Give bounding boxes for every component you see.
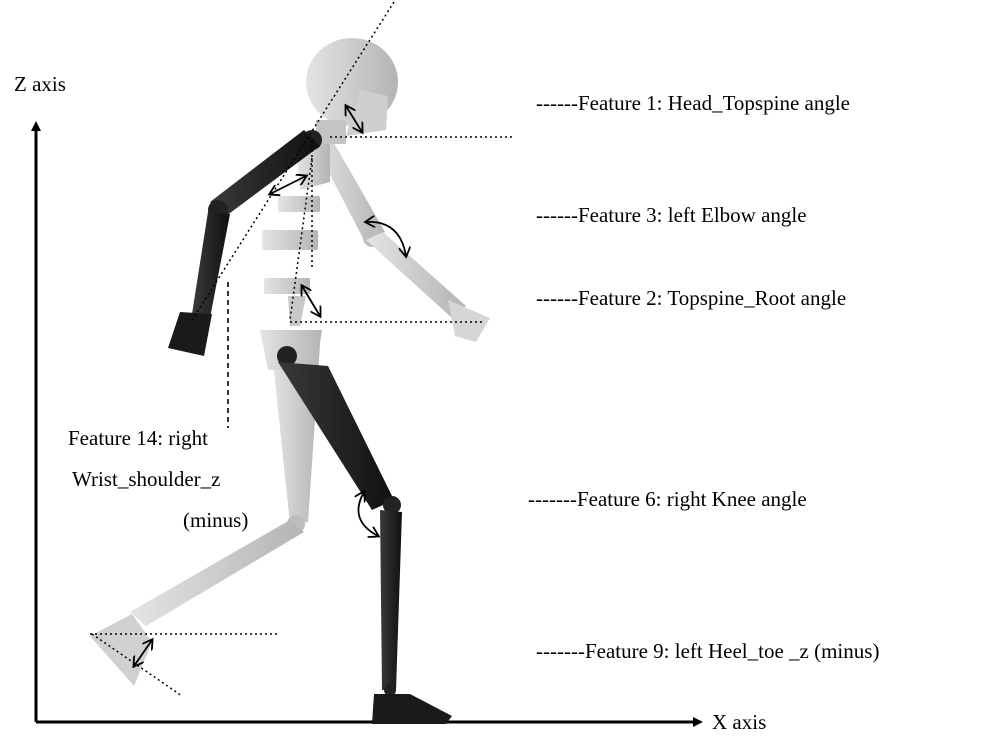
x-axis-label: X axis: [712, 712, 766, 733]
feature-6-label: -------Feature 6: right Knee angle: [528, 489, 807, 510]
z-axis-label: Z axis: [14, 74, 66, 95]
feature-14-label-line-1: Feature 14: right: [68, 428, 208, 449]
feature-14-label-line-2: Wrist_shoulder_z: [72, 469, 220, 490]
feature-1-label: ------Feature 1: Head_Topspine angle: [536, 93, 850, 114]
feature-2-label: ------Feature 2: Topspine_Root angle: [536, 288, 846, 309]
angle-arrows: [134, 106, 406, 666]
feature-9-label: -------Feature 9: left Heel_toe _z (minu…: [536, 641, 879, 662]
feature-3-label: ------Feature 3: left Elbow angle: [536, 205, 807, 226]
feature-14-label-line-3: (minus): [183, 510, 248, 531]
head: [306, 38, 398, 144]
